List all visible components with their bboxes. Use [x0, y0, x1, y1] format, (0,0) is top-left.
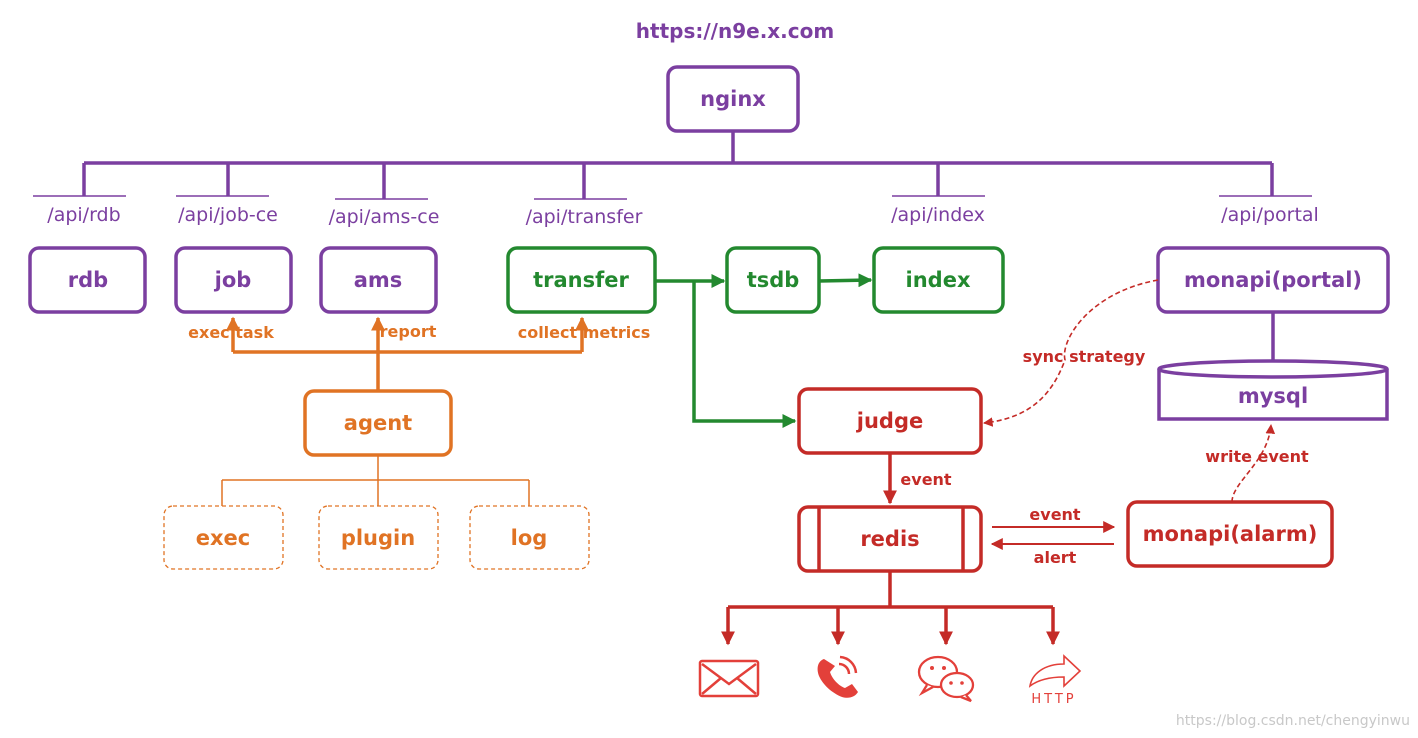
mysql-label: mysql — [1238, 384, 1308, 408]
edge-label-report: report — [380, 322, 437, 341]
log-label: log — [511, 526, 548, 550]
api-path-index: /api/index — [891, 204, 985, 226]
api-path-rdb: /api/rdb — [47, 204, 120, 226]
phone-icon — [817, 655, 858, 698]
api-tree — [82, 131, 1274, 199]
ams-node: ams — [319, 246, 438, 314]
monapi-alarm-label: monapi(alarm) — [1143, 522, 1318, 546]
monapi-portal-label: monapi(portal) — [1184, 268, 1362, 292]
judge-label: judge — [856, 409, 923, 433]
http-label: HTTP — [1031, 692, 1076, 707]
nginx-label: nginx — [700, 87, 766, 111]
watermark: https://blog.csdn.net/chengyinwu — [1176, 713, 1410, 729]
monapi-alarm-node: monapi(alarm) — [1126, 500, 1334, 568]
agent-node: agent — [303, 389, 453, 457]
judge-node: judge — [797, 387, 983, 455]
tsdb-index-arrow — [818, 273, 873, 288]
api-path-portal: /api/portal — [1221, 204, 1319, 226]
agent-plugin-tree — [221, 455, 530, 506]
job-label: job — [214, 268, 252, 292]
ams-label: ams — [354, 268, 403, 292]
api-path-transfer: /api/transfer — [526, 206, 643, 228]
mysql-node: mysql — [1157, 359, 1389, 421]
edge-label-collect-metrics: collect metrics — [518, 323, 651, 342]
transfer-judge-arrow — [692, 281, 797, 428]
notify-tree — [721, 571, 1060, 646]
transfer-label: transfer — [533, 268, 629, 292]
index-label: index — [906, 268, 971, 292]
redis-label: redis — [860, 527, 919, 551]
http-icon: HTTP — [1028, 654, 1082, 707]
edge-label-event-redis: event — [1029, 505, 1081, 524]
edge-label-write-event: write event — [1205, 447, 1309, 466]
tsdb-node: tsdb — [725, 246, 821, 314]
nginx-node: nginx — [666, 65, 800, 133]
job-node: job — [174, 246, 293, 314]
exec-label: exec — [196, 526, 250, 550]
tsdb-label: tsdb — [747, 268, 800, 292]
log-node: log — [469, 505, 590, 570]
wechat-icon — [917, 655, 975, 703]
agent-label: agent — [344, 411, 412, 435]
edge-label-alert: alert — [1034, 548, 1077, 567]
sync-strategy-arrow — [983, 279, 1159, 427]
redis-node: redis — [797, 505, 983, 573]
exec-node: exec — [163, 505, 284, 570]
rdb-label: rdb — [68, 268, 108, 292]
plugin-label: plugin — [341, 526, 415, 550]
monapi-portal-node: monapi(portal) — [1156, 246, 1390, 314]
mail-icon — [698, 659, 760, 698]
edge-label-event-judge: event — [900, 470, 952, 489]
url-label: https://n9e.x.com — [636, 19, 834, 43]
agent-report-connectors — [226, 316, 589, 391]
transfer-node: transfer — [506, 246, 657, 314]
edge-label-sync-strategy: sync strategy — [1023, 347, 1146, 366]
edge-label-exec-task: exec task — [188, 323, 274, 342]
index-node: index — [872, 246, 1005, 314]
plugin-node: plugin — [318, 505, 439, 570]
api-underlines — [33, 195, 1312, 200]
api-path-ams: /api/ams-ce — [329, 206, 440, 228]
rdb-node: rdb — [28, 246, 147, 314]
api-path-job: /api/job-ce — [178, 204, 278, 226]
